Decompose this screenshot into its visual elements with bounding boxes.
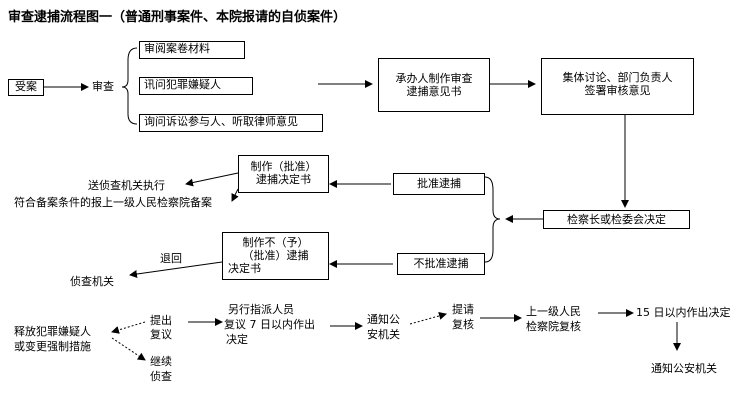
shifang-text-2: 或变更强制措施 — [14, 340, 91, 353]
jiancha-box: 检察长或检委会决定 — [543, 210, 690, 229]
lingxing-text-3: 决定 — [226, 333, 248, 346]
lingxing-text-1: 另行指派人员 — [228, 303, 294, 316]
pizhun-label: 批准逮捕 — [417, 177, 461, 190]
chengban-line2: 逮捕意见书 — [406, 85, 462, 98]
zhencha-jiguan-text: 侦查机关 — [70, 275, 114, 288]
tiqing-text-2: 复核 — [452, 318, 474, 331]
lingxing-text-2: 复议 7 日以内作出 — [224, 318, 315, 331]
xunwen-canyu-label: 询问诉讼参与人、听取律师意见 — [144, 115, 298, 128]
chengban-box: 承办人制作审查 逮捕意见书 — [378, 58, 490, 112]
yuedu-label: 审阅案卷材料 — [144, 42, 210, 55]
shangji-text-2: 检察院复核 — [526, 320, 581, 333]
zhizuo-bpz-line2: （批准）逮捕 — [242, 249, 309, 262]
jiti-line1: 集体讨论、部门负责人 — [562, 71, 673, 84]
zhizuo-bpz-line3: 决定书 — [228, 262, 261, 275]
tichu-text-2: 复议 — [150, 328, 172, 341]
shouan-label: 受案 — [15, 80, 37, 93]
fuhe-beian-text: 符合备案条件的报上一级人民检察院备案 — [14, 196, 212, 209]
zhizuo-pz-line2: 逮捕决定书 — [256, 173, 311, 186]
jiti-line2: 签署审核意见 — [584, 84, 651, 97]
zhizuo-bpz-box: 制作不（予） （批准）逮捕 决定书 — [222, 232, 329, 280]
tongzhi-text-1: 通知公 — [367, 313, 400, 326]
pizhun-box: 批准逮捕 — [393, 173, 485, 195]
song-zhenzha-text: 送侦查机关执行 — [88, 179, 165, 192]
jixu-text-2: 侦查 — [150, 370, 172, 383]
yuedu-box: 审阅案卷材料 — [139, 41, 245, 59]
chengban-line1: 承办人制作审查 — [395, 72, 473, 85]
tuihui-text: 退回 — [160, 252, 182, 265]
tichu-text-1: 提出 — [150, 314, 172, 327]
bu-pizhun-box: 不批准逮捕 — [397, 253, 485, 275]
shiwu-text: 15 日以内作出决定 — [636, 306, 731, 319]
bu-pizhun-label: 不批准逮捕 — [413, 257, 469, 270]
jiti-box: 集体讨论、部门负责人 签署审核意见 — [541, 58, 694, 115]
zhizuo-pz-line1: 制作（批准） — [250, 160, 317, 173]
tongzhi-text-2: 安机关 — [367, 328, 400, 341]
jiancha-label: 检察长或检委会决定 — [567, 213, 666, 226]
zhizuo-bpz-line1: 制作不（予） — [242, 236, 309, 249]
xunwen-canyu-box: 询问诉讼参与人、听取律师意见 — [139, 114, 323, 132]
shifang-text-1: 释放犯罪嫌疑人 — [14, 325, 91, 338]
jixu-text-1: 继续 — [150, 355, 172, 368]
tongzhi-gongan-text: 通知公安机关 — [651, 362, 717, 375]
xunwen-label: 讯问犯罪嫌疑人 — [144, 78, 221, 91]
tiqing-text-1: 提请 — [452, 303, 474, 316]
shangji-text-1: 上一级人民 — [526, 305, 581, 318]
shencha-label: 审查 — [92, 80, 114, 93]
zhizuo-pz-box: 制作（批准） 逮捕决定书 — [238, 155, 329, 193]
shouan-box: 受案 — [8, 79, 44, 96]
page-title: 审查逮捕流程图一（普通刑事案件、本院报请的自侦案件） — [8, 10, 347, 25]
xunwen-box: 讯问犯罪嫌疑人 — [139, 77, 253, 95]
